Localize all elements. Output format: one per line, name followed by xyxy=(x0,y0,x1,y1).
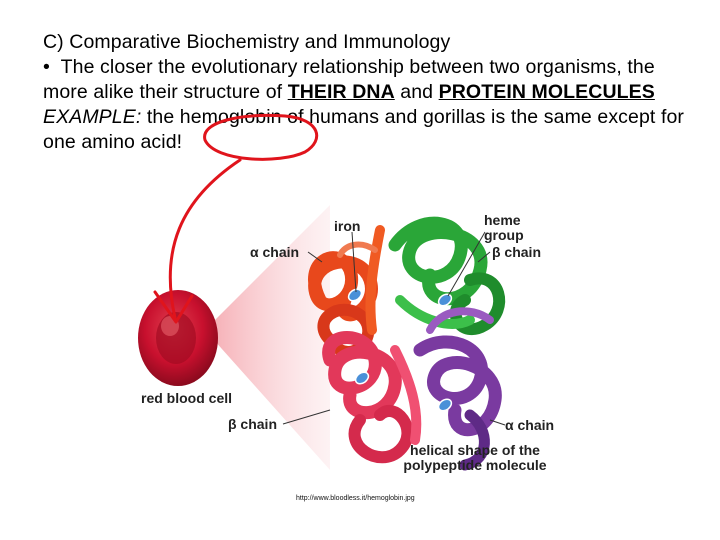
bullet-text: The closer the evolutionary relationship… xyxy=(43,56,655,103)
zoom-beam xyxy=(205,205,330,470)
label-alpha-chain-bottom: α chain xyxy=(505,417,555,433)
protein-emphasis: PROTEIN MOLECULES xyxy=(438,81,655,103)
slide-text-block: C) Comparative Biochemistry and Immunolo… xyxy=(43,30,693,155)
red-blood-cell-image xyxy=(138,290,218,386)
label-beta-chain-right: β chain xyxy=(492,244,541,260)
label-pointers xyxy=(282,231,506,426)
example-text: the hemoglobin of humans and gorillas is… xyxy=(43,106,684,153)
beta-chain-pink xyxy=(322,331,422,464)
bullet-marker: • xyxy=(43,56,50,78)
dna-emphasis: THEIR DNA xyxy=(287,81,395,103)
label-red-blood-cell: red blood cell xyxy=(141,390,233,406)
bullet-paragraph: • The closer the evolutionary relationsh… xyxy=(43,55,693,105)
image-source-link[interactable]: http://www.bloodless.it/hemoglobin.jpg xyxy=(296,495,415,502)
label-iron: iron xyxy=(334,218,361,234)
label-heme-group: heme group xyxy=(484,212,524,243)
red-annotation xyxy=(153,113,318,324)
and-text: and xyxy=(394,81,439,103)
label-helical-shape: helical shape of the polypeptide molecul… xyxy=(403,442,547,473)
alpha-chain-purple xyxy=(413,307,502,471)
label-alpha-chain-left: α chain xyxy=(250,244,300,260)
highlight-ellipse xyxy=(203,113,318,161)
example-label: EXAMPLE: xyxy=(43,106,142,128)
arrow-head xyxy=(153,290,194,324)
heme-groups xyxy=(347,288,453,412)
label-beta-chain-bottom: β chain xyxy=(228,416,277,432)
slide-heading: C) Comparative Biochemistry and Immunolo… xyxy=(43,31,451,53)
example-paragraph: EXAMPLE: the hemoglobin of humans and go… xyxy=(43,105,693,155)
curved-arrow xyxy=(168,158,242,320)
